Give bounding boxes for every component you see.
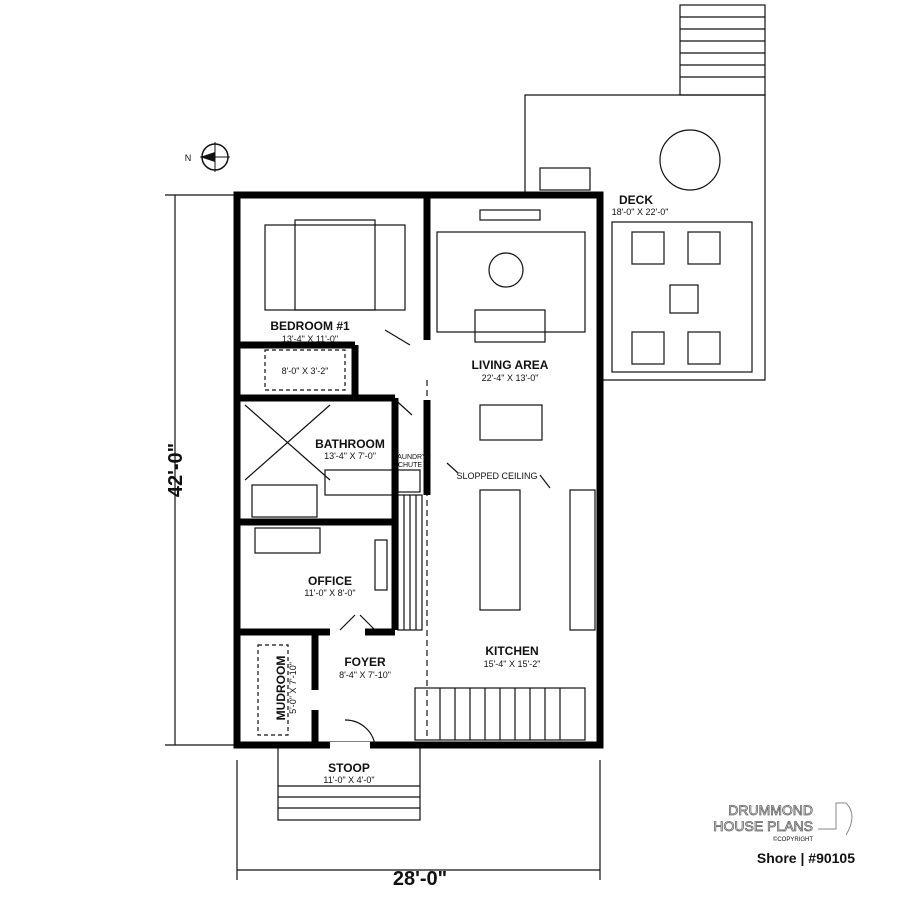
bed	[264, 224, 406, 311]
kitchen-counter	[569, 489, 596, 631]
kitchen-island	[479, 489, 521, 611]
living-label: LIVING AREA	[472, 358, 549, 372]
svg-text:DRUMMOND: DRUMMOND	[728, 802, 813, 818]
svg-text:N: N	[185, 153, 192, 163]
foyer-size: 8'-4" X 7'-10"	[339, 670, 391, 680]
vanity	[324, 469, 396, 496]
tv-console	[479, 209, 541, 221]
bathtub	[251, 484, 318, 518]
plan-name: Shore | #90105	[757, 850, 855, 866]
deck-stairs	[679, 4, 766, 96]
coffee-table	[488, 252, 524, 288]
svg-text:HOUSE PLANS: HOUSE PLANS	[713, 818, 813, 834]
office-shelf	[374, 539, 388, 591]
sofa	[474, 309, 546, 343]
bathroom-label: BATHROOM	[315, 437, 385, 451]
interior-stairs	[414, 687, 586, 741]
deck-label: DECK	[619, 193, 653, 207]
shower	[244, 404, 331, 481]
closet	[264, 349, 346, 391]
foyer-label: FOYER	[344, 655, 386, 669]
stoop-size: 11'-0" X 4'-0"	[323, 775, 374, 785]
stoop-label: STOOP	[328, 761, 370, 775]
width-dimension: 28'-0"	[393, 868, 447, 890]
mudroom-bench	[257, 644, 289, 736]
bathroom-size: 13'-4" X 7'-0"	[324, 451, 376, 461]
deck-outline	[524, 94, 766, 381]
kitchen-label: KITCHEN	[485, 644, 538, 658]
slopped-ceiling-label: SLOPPED CEILING	[456, 471, 537, 481]
kitchen-size: 15'-4" X 15'-2"	[484, 659, 541, 669]
laundry-chute	[397, 469, 421, 493]
svg-text:©COPYRIGHT: ©COPYRIGHT	[773, 836, 813, 843]
office-size: 11'-0" X 8'-0"	[304, 588, 355, 598]
drummond-logo: DRUMMOND HOUSE PLANS ©COPYRIGHT	[713, 802, 853, 843]
depth-dimension-line	[165, 194, 237, 746]
depth-dimension: 42'-0"	[165, 443, 187, 497]
deck-rug	[611, 221, 753, 373]
living-rug	[436, 231, 586, 333]
bedroom-label: BEDROOM #1	[270, 319, 350, 333]
living-size: 22'-4" X 13'-0"	[482, 373, 539, 383]
walls	[233, 191, 604, 749]
deck-chairs	[539, 167, 721, 365]
deck-size: 18'-0" X 22'-0"	[612, 207, 669, 217]
dining-table-deck	[659, 129, 721, 191]
north-arrow-icon: N	[185, 142, 230, 172]
doors	[339, 329, 413, 746]
width-dimension-line	[236, 760, 601, 880]
laundry-label: LAUNDRY	[393, 454, 427, 461]
dining-table	[479, 404, 543, 441]
bedroom-size: 13'-4" X 11'-0"	[282, 334, 338, 344]
closet-size: 8'-0" X 3'-2"	[282, 366, 329, 376]
office-desk	[254, 527, 321, 554]
chute-label: CHUTE	[398, 462, 422, 469]
mudroom-label: MUDROOM	[274, 656, 288, 721]
mudroom-size: 5'-0" X 7'-10"	[288, 662, 298, 714]
office-label: OFFICE	[308, 574, 352, 588]
entry-door-opening	[330, 742, 370, 749]
